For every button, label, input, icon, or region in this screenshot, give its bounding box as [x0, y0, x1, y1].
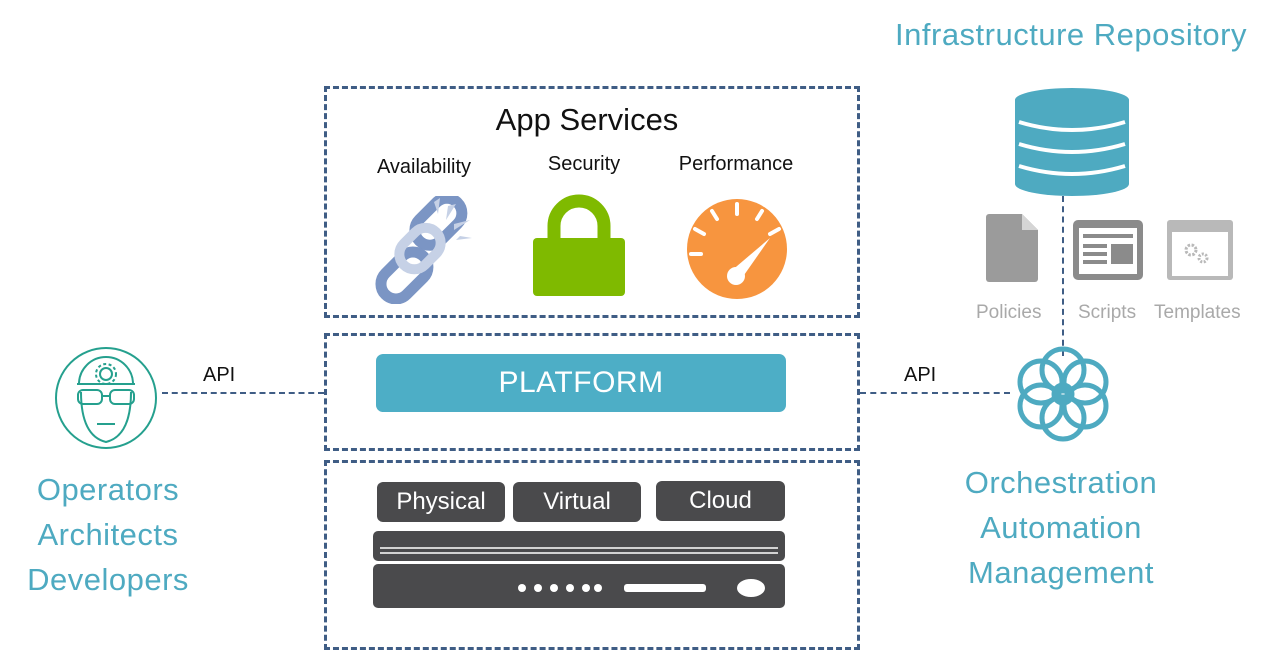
templates-label: Templates	[1154, 302, 1241, 323]
policies-document-icon	[986, 214, 1038, 282]
scripts-label: Scripts	[1078, 302, 1137, 323]
infrastructure-repository-title: Infrastructure Repository	[895, 17, 1247, 52]
server-rack-icon	[373, 531, 785, 608]
cloud-button: Cloud	[656, 481, 785, 521]
role-automation: Automation	[980, 510, 1142, 545]
right-api-connector	[860, 392, 1010, 394]
broken-chain-icon	[375, 196, 472, 304]
repository-vertical-connector	[1062, 196, 1064, 356]
templates-window-icon	[1167, 220, 1233, 280]
scripts-window-icon	[1073, 220, 1143, 280]
virtual-button: Virtual	[513, 482, 641, 522]
role-orchestration: Orchestration	[964, 465, 1158, 500]
performance-label: Performance	[678, 153, 794, 175]
left-api-connector	[162, 392, 324, 394]
app-services-title: App Services	[495, 102, 679, 137]
operator-person-icon	[55, 347, 157, 449]
right-api-label: API	[904, 364, 937, 386]
availability-label: Availability	[376, 156, 472, 178]
physical-button: Physical	[377, 482, 505, 522]
role-operators: Operators	[36, 472, 180, 507]
role-architects: Architects	[37, 517, 179, 552]
speedometer-icon	[687, 199, 787, 299]
left-api-label: API	[203, 364, 236, 386]
database-icon	[1015, 88, 1129, 196]
policies-label: Policies	[976, 302, 1042, 323]
security-label: Security	[547, 153, 621, 175]
role-developers: Developers	[27, 562, 189, 597]
orchestration-flower-icon	[1017, 346, 1109, 442]
role-management: Management	[968, 555, 1154, 590]
app-services-box	[324, 86, 860, 318]
platform-box	[324, 333, 860, 451]
padlock-icon	[533, 194, 625, 296]
platform-bar: PLATFORM	[376, 354, 786, 412]
